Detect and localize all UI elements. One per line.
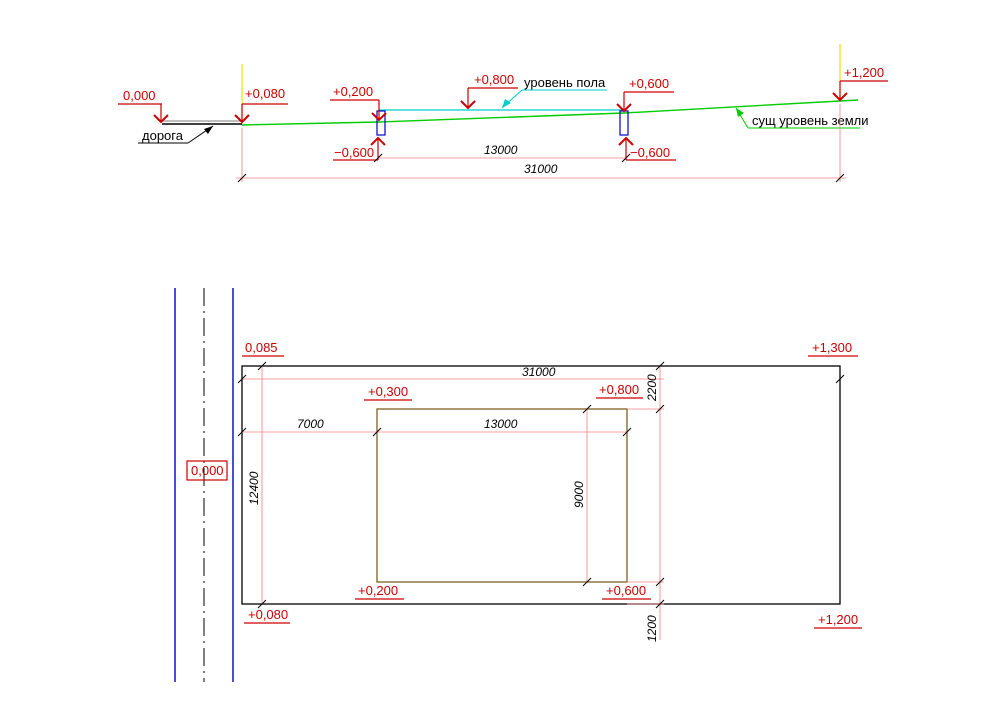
plan-mark-4: +0,800: [596, 382, 643, 399]
plan-mark-4-label: +0,800: [599, 382, 639, 397]
section-dim-inner-label: 13000: [484, 143, 518, 157]
plan-dim-offset: 7000: [297, 417, 324, 431]
plan-mark-8: +0,080: [244, 607, 290, 624]
section-dim-inner: 13000: [373, 143, 631, 163]
plan-mark-5: 0,000: [186, 460, 228, 481]
section-mark-4-label: +0,800: [474, 72, 514, 87]
plan-mark-1-label: 0,085: [245, 340, 278, 355]
section-mark-5: +0,600: [616, 76, 674, 113]
plan-mark-3-label: +0,300: [368, 384, 408, 399]
plan-mark-8-label: +0,080: [248, 607, 288, 622]
section-mark-1-label: 0,000: [123, 88, 156, 103]
section-dim-overall: 31000: [236, 104, 846, 183]
road-label: дорога: [142, 128, 184, 143]
foundation-right: [619, 110, 629, 136]
section-mark-1: 0,000: [118, 88, 169, 124]
plan-mark-6-label: +0,200: [358, 583, 398, 598]
section-mark-6-label: +1,200: [844, 65, 884, 80]
ground-line: [241, 100, 841, 126]
plan-view: 31000 7000 13000 2200 12400 9000 1200 0,…: [174, 288, 862, 682]
floor-label: уровень пола: [524, 75, 606, 90]
section-mark-7-label: −0,600: [334, 145, 374, 160]
plan-mark-9-label: +1,200: [818, 612, 858, 627]
plan-mark-3: +0,300: [364, 384, 412, 401]
plan-dim-length: 31000: [522, 365, 556, 379]
building-outline: [376, 408, 628, 583]
plan-mark-2-label: +1,300: [812, 340, 852, 355]
section-dim-overall-label: 31000: [524, 162, 558, 176]
plan-mark-9: +1,200: [814, 612, 862, 629]
plan-dim-building: 13000: [484, 417, 518, 431]
plan-mark-2: +1,300: [808, 340, 858, 357]
ground-line-tail: [839, 99, 859, 102]
section-mark-3-label: +0,200: [333, 84, 373, 99]
road-leader-arrow-icon: [204, 126, 213, 134]
plan-mark-7-label: +0,600: [606, 583, 646, 598]
section-mark-7: −0,600: [333, 136, 386, 161]
plan-mark-7: +0,600: [602, 583, 651, 600]
section-mark-3: +0,200: [330, 84, 387, 122]
section-mark-5-label: +0,600: [629, 76, 669, 91]
plan-mark-5-label: 0,000: [191, 463, 224, 478]
plan-dim-top-gap: 2200: [645, 374, 659, 402]
floor-leader-arrow-icon: [502, 99, 511, 108]
plot-outline: [241, 365, 841, 605]
section-mark-8: −0,600: [618, 136, 676, 161]
plan-dim-ticks: [237, 361, 845, 609]
section-mark-6: +1,200: [832, 65, 888, 102]
plan-dim-bottom-gap: 1200: [645, 615, 659, 642]
section-mark-2-label: +0,080: [245, 86, 285, 101]
foundation-left: [376, 110, 386, 136]
section-mark-2: +0,080: [234, 86, 288, 124]
plan-mark-1: 0,085: [242, 340, 284, 357]
plan-dim-building-depth: 9000: [572, 481, 586, 508]
plan-mark-6: +0,200: [355, 583, 404, 600]
section-view: 0,000 +0,080 +0,200 +0,800 +0,600: [118, 44, 888, 183]
section-mark-4: +0,800: [460, 72, 518, 110]
section-mark-8-label: −0,600: [630, 145, 670, 160]
ground-label: сущ уровень земли: [752, 113, 869, 128]
ground-leader-arrow-icon: [736, 108, 744, 117]
plan-dim-width: 12400: [247, 471, 261, 505]
